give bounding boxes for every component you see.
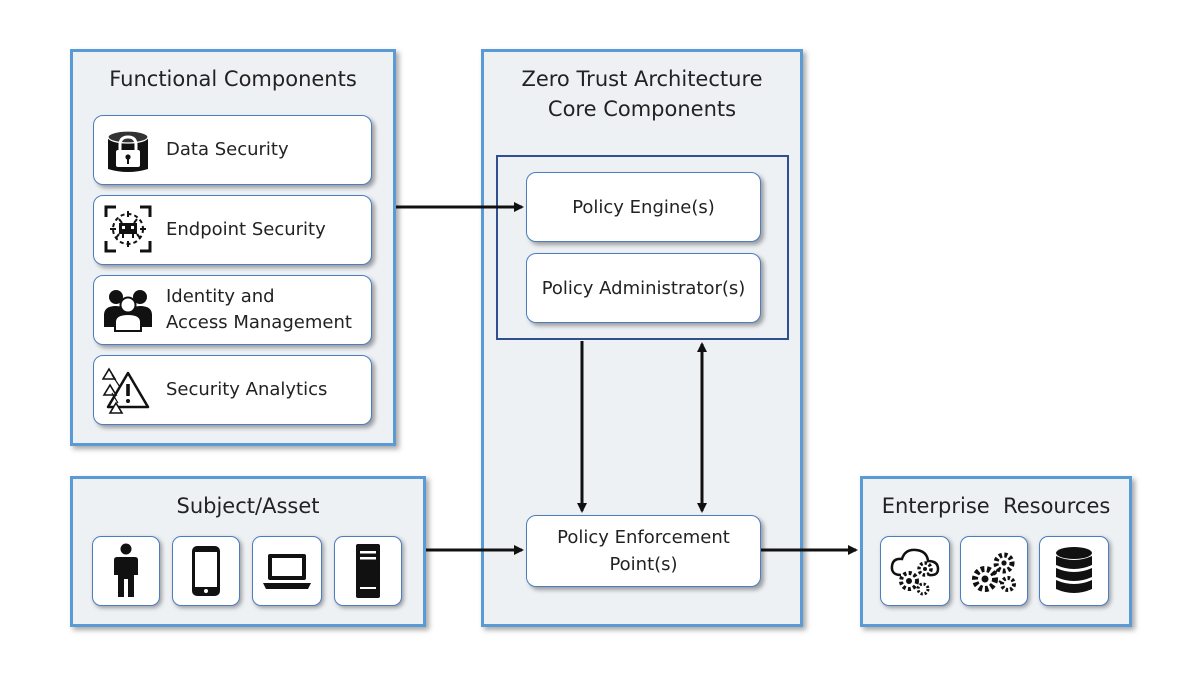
enterprise-resources-title: Enterprise Resources [881, 494, 1111, 518]
identity-access-label-line1: Identity and [166, 286, 275, 307]
cloud-gears-icon [890, 548, 940, 596]
person-icon [114, 543, 138, 597]
identity-access-label-line2: Access Management [166, 312, 352, 333]
database-tile[interactable] [1039, 536, 1109, 606]
data-security-card[interactable]: Data Security [93, 115, 372, 185]
gears-icon [972, 552, 1016, 592]
person-tile[interactable] [92, 536, 160, 606]
policy-administrator-box[interactable]: Policy Administrator(s) [526, 253, 761, 323]
security-analytics-label: Security Analytics [166, 379, 328, 400]
security-analytics-card[interactable]: Security Analytics [93, 355, 372, 425]
cloud-gears-tile[interactable] [880, 536, 950, 606]
phone-icon [192, 546, 220, 596]
phone-tile[interactable] [172, 536, 240, 606]
policy-engine-box[interactable]: Policy Engine(s) [526, 172, 761, 242]
policy-enforcement-point-box[interactable]: Policy Enforcement Point(s) [526, 515, 761, 587]
endpoint-security-card[interactable]: Endpoint Security [93, 195, 372, 265]
endpoint-security-label: Endpoint Security [166, 219, 326, 240]
functional-components-title: Functional Components [109, 67, 357, 91]
endpoint-target-icon [102, 203, 154, 255]
laptop-tile[interactable] [252, 536, 322, 606]
users-icon [102, 283, 154, 335]
pep-label-line1: Policy Enforcement [557, 527, 730, 548]
policy-administrator-label: Policy Administrator(s) [541, 277, 746, 299]
server-tile[interactable] [334, 536, 402, 606]
identity-access-card[interactable]: Identity and Access Management [93, 275, 372, 345]
data-security-label: Data Security [166, 139, 289, 160]
database-icon [1056, 547, 1092, 593]
gears-tile[interactable] [960, 536, 1028, 606]
core-title-line2: Core Components [547, 97, 737, 121]
server-icon [356, 544, 380, 598]
data-lock-icon [102, 123, 154, 175]
core-title-line1: Zero Trust Architecture [521, 67, 763, 91]
analytics-alert-icon [101, 363, 154, 415]
policy-engine-label: Policy Engine(s) [572, 196, 715, 218]
laptop-icon [263, 554, 311, 589]
functional-components-panel: Functional Components Data Security [70, 49, 396, 446]
pep-label-line2: Point(s) [609, 554, 678, 575]
subject-asset-title: Subject/Asset [176, 494, 320, 518]
